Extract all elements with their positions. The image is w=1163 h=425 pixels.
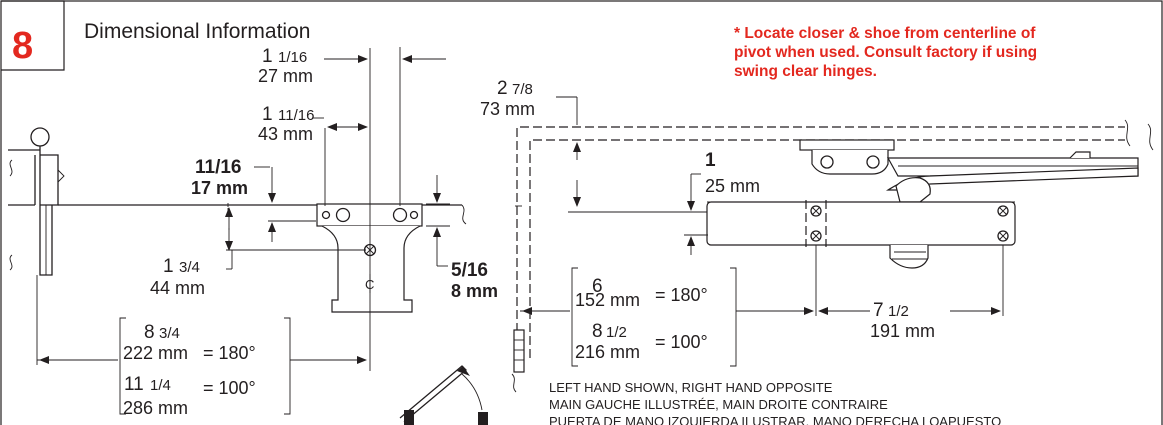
svg-text:27 mm: 27 mm xyxy=(258,66,313,86)
svg-text:43 mm: 43 mm xyxy=(258,124,313,144)
dim-11-16: 11/16 17 mm xyxy=(191,157,316,242)
svg-text:6: 6 xyxy=(592,276,603,297)
svg-text:11: 11 xyxy=(124,374,144,395)
svg-text:= 100°: = 100° xyxy=(655,332,708,352)
svg-text:1: 1 xyxy=(262,104,273,125)
dim-5-16: 5/16 8 mm xyxy=(426,175,498,301)
svg-text:1: 1 xyxy=(163,256,174,277)
swing-illustration xyxy=(399,365,488,425)
dim-1-11-16: 1 11/16 43 mm xyxy=(258,104,368,144)
svg-text:7/8: 7/8 xyxy=(512,81,533,98)
closer-body xyxy=(706,201,1016,246)
svg-text:3/4: 3/4 xyxy=(179,259,200,276)
svg-text:11/16: 11/16 xyxy=(195,157,242,178)
hand-english: LEFT HAND SHOWN, RIGHT HAND OPPOSITE xyxy=(549,380,833,395)
locate-note: * Locate closer & shoe from centerline o… xyxy=(734,25,1037,80)
svg-text:8 mm: 8 mm xyxy=(451,281,498,301)
svg-text:17 mm: 17 mm xyxy=(191,178,248,198)
svg-text:= 180°: = 180° xyxy=(203,343,256,363)
page-title: Dimensional Information xyxy=(84,20,310,43)
dim-box-right: 6 152 mm = 180° 8 1/2 216 mm = 100° xyxy=(520,267,814,367)
svg-text:8: 8 xyxy=(144,322,155,343)
badge-number: 8 xyxy=(12,25,33,67)
hand-french: MAIN GAUCHE ILLUSTRÉE, MAIN DROITE CONTR… xyxy=(549,397,888,412)
hand-spanish: PUERTA DE MANO IZQUIERDA ILUSTRAR, MANO … xyxy=(549,414,1001,425)
svg-text:1: 1 xyxy=(262,46,273,67)
dim-box-left: 8 3/4 222 mm = 180° 11 1/4 286 mm = 100° xyxy=(37,317,367,418)
svg-text:44 mm: 44 mm xyxy=(150,278,205,298)
svg-text:73 mm: 73 mm xyxy=(480,99,535,119)
dim-7-1-2: 7 1/2 191 mm xyxy=(818,300,1001,341)
svg-text:3/4: 3/4 xyxy=(159,325,180,342)
dim-1-1-16: 1 1/16 27 mm xyxy=(258,46,446,86)
svg-text:= 180°: = 180° xyxy=(655,285,708,305)
svg-text:1/4: 1/4 xyxy=(150,377,171,394)
svg-text:191 mm: 191 mm xyxy=(870,321,935,341)
svg-text:1: 1 xyxy=(705,150,716,171)
section-badge: 8 xyxy=(1,0,65,71)
svg-text:= 100°: = 100° xyxy=(203,378,256,398)
svg-text:1/2: 1/2 xyxy=(606,324,627,341)
svg-text:8: 8 xyxy=(592,321,603,342)
dim-2-7-8: 2 7/8 73 mm xyxy=(480,78,707,213)
note-line-1: * Locate closer & shoe from centerline o… xyxy=(734,25,1036,42)
svg-text:216 mm: 216 mm xyxy=(575,342,640,362)
svg-text:7: 7 xyxy=(873,300,884,321)
svg-text:1/16: 1/16 xyxy=(278,49,307,66)
dim-1-3-4: 1 3/4 44 mm xyxy=(150,207,366,298)
note-line-3: swing clear hinges. xyxy=(734,63,877,80)
dim-1-inch: 1 25 mm xyxy=(684,150,760,255)
svg-text:222 mm: 222 mm xyxy=(123,343,188,363)
svg-text:152 mm: 152 mm xyxy=(575,290,640,310)
svg-text:1/2: 1/2 xyxy=(888,303,909,320)
svg-text:286 mm: 286 mm xyxy=(123,398,188,418)
svg-text:11/16: 11/16 xyxy=(278,107,314,124)
left-hinge-drawing: C 1 1/16 27 mm 1 11/16 43 mm 11/16 17 mm xyxy=(8,46,498,418)
hinge-knob xyxy=(30,127,50,147)
svg-text:5/16: 5/16 xyxy=(451,260,488,281)
svg-text:2: 2 xyxy=(497,78,508,99)
svg-text:25 mm: 25 mm xyxy=(705,176,760,196)
right-closer-drawing: 2 7/8 73 mm 1 25 mm 6 xyxy=(480,78,1154,425)
note-line-2: pivot when used. Consult factory if usin… xyxy=(734,44,1037,61)
